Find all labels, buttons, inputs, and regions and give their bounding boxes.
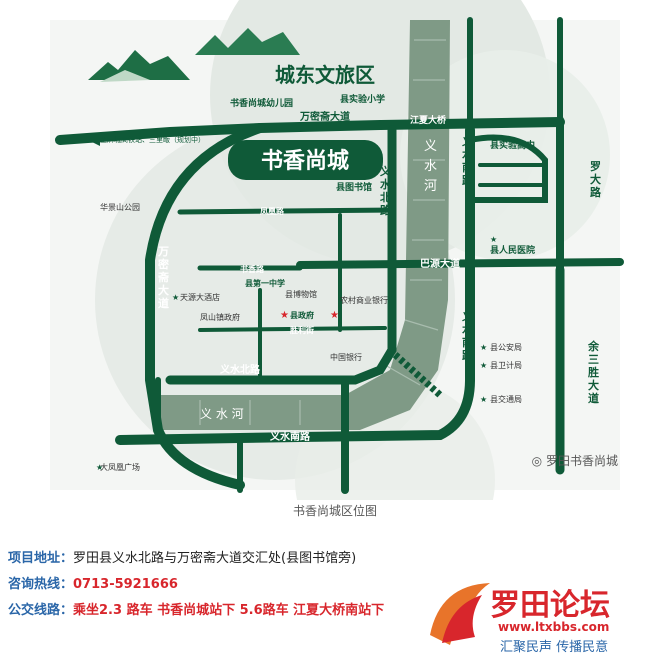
poi-dafeng: 大凤凰广场 [100, 462, 140, 472]
poi-museum: 县博物馆 [285, 289, 317, 299]
river-label-1: 义 [424, 139, 437, 154]
address-value: 罗田县义水北路与万密斋大道交汇处(县图书馆旁) [73, 551, 357, 566]
watermark-text: 罗田书香尚城 [545, 454, 618, 468]
svg-text:★: ★ [96, 463, 103, 472]
label-wanmi-top: 万密斋大道 [299, 110, 350, 123]
road-right-arc [467, 134, 548, 203]
info-bus: 公交线路：乘坐2.3 路车 书香尚城站下 5.6路车 江夏大桥南站下 [8, 602, 384, 620]
label-yishui-south-h: 义水南路 [270, 430, 311, 443]
poi-tianyuan: 天源大酒店 [180, 292, 220, 302]
road-bayuan [296, 258, 624, 269]
label-wanmi-left: 万密斋大道 [157, 245, 170, 310]
road-wanmi-left-arc [145, 123, 265, 490]
map-caption: 书香尚城区位图 [292, 504, 377, 518]
poi-shiyan-high: 县实验高中 [490, 139, 535, 151]
svg-text:★: ★ [480, 361, 487, 370]
poi-shiyan-school: 县实验小学 [340, 93, 385, 105]
bus-label: 公交线路： [8, 603, 74, 618]
poi-gongan: 县公安局 [490, 342, 522, 352]
river-label-3: 河 [424, 179, 437, 194]
river-yishui [160, 20, 450, 430]
label-fenghuang: 凤凰路 [260, 206, 285, 216]
label-shuxiang: 书香路 [240, 264, 265, 274]
label-yushan: 余三胜大道 [587, 339, 600, 405]
forum-logo: 罗田论坛 www.ltxbbs.com 汇聚民声 传播民意 [430, 583, 610, 655]
poi-first-middle: 县第一中学 [245, 278, 285, 288]
label-yishui-south-v1: 义水南路 [462, 134, 474, 187]
logo-title: 罗田论坛 [490, 588, 610, 623]
star-court-icon: ★ [330, 310, 339, 321]
label-jianghu: 江夏大桥 [410, 114, 447, 126]
river-label-2: 水 [424, 159, 437, 174]
svg-text:★: ★ [480, 343, 487, 352]
poi-weijian: 县卫计局 [490, 360, 522, 370]
bus-value: 乘坐2.3 路车 书香尚城站下 5.6路车 江夏大桥南站下 [73, 603, 385, 618]
watermark: ◎ 罗田书香尚城 [532, 452, 618, 469]
info-address: 项目地址：罗田县义水北路与万密斋大道交汇处(县图书馆旁) [8, 550, 356, 568]
location-map: 书香尚城 城东文旅区 万密斋大道 罗大路 余三胜大道 万密斋大道 义水北路 义水… [50, 0, 624, 500]
label-shengli: 胜利街 [289, 325, 314, 335]
poi-hospital: 县人民医院 [490, 244, 535, 256]
poi-bank: 中国银行 [330, 352, 362, 362]
brand-name: 书香尚城 [261, 148, 349, 174]
road-gucheng [478, 163, 547, 187]
svg-text:★: ★ [480, 395, 487, 404]
logo-url: www.ltxbbs.com [498, 620, 609, 634]
district-title: 城东文旅区 [275, 63, 375, 87]
poi-gov: 县政府 [290, 310, 314, 320]
hotline-label: 咨询热线： [8, 577, 74, 592]
river-label-h: 义 水 河 [200, 407, 244, 421]
mountain-illustration [88, 50, 190, 80]
poi-bank2: 农村商业银行 [340, 295, 388, 305]
road-yishui-south-h [115, 125, 475, 445]
road-shengli [198, 326, 387, 332]
label-luoda: 罗大路 [590, 160, 602, 199]
logo-slogan: 汇聚民声 传播民意 [500, 639, 608, 655]
poi-park: 凤山镇政府 [200, 312, 240, 322]
star-poi-icon: ★ [490, 235, 497, 244]
brand-block [228, 140, 383, 180]
arrow-left-icon [88, 134, 100, 146]
info-hotline: 咨询热线：0713-5921666 [8, 576, 178, 594]
label-bayuan: 巴源大道 [420, 257, 460, 270]
wechat-icon: ◎ [531, 454, 543, 468]
railway-dashed [387, 347, 443, 398]
poi-jiaotong: 县交通局 [490, 394, 522, 404]
poi-kindergarten: 书香尚城幼儿园 [230, 97, 293, 109]
poi-huajing: 华景山公园 [100, 202, 140, 212]
address-label: 项目地址： [8, 551, 74, 566]
poi-library: 县图书馆 [336, 181, 372, 193]
hotline-value: 0713-5921666 [73, 577, 178, 592]
label-yishui-north-v: 义水北路 [380, 164, 392, 217]
road-fenghuang [177, 207, 393, 215]
label-yishui-north-h: 义水北路 [220, 363, 261, 376]
label-yishui-south-v2: 义水南路 [462, 309, 474, 362]
svg-text:★: ★ [172, 293, 179, 302]
road-yishui-north-v [165, 125, 397, 385]
star-gov-icon: ★ [280, 310, 289, 321]
arrow-macheng: 至麻城高铁站、三里畈（规划中） [100, 135, 205, 144]
